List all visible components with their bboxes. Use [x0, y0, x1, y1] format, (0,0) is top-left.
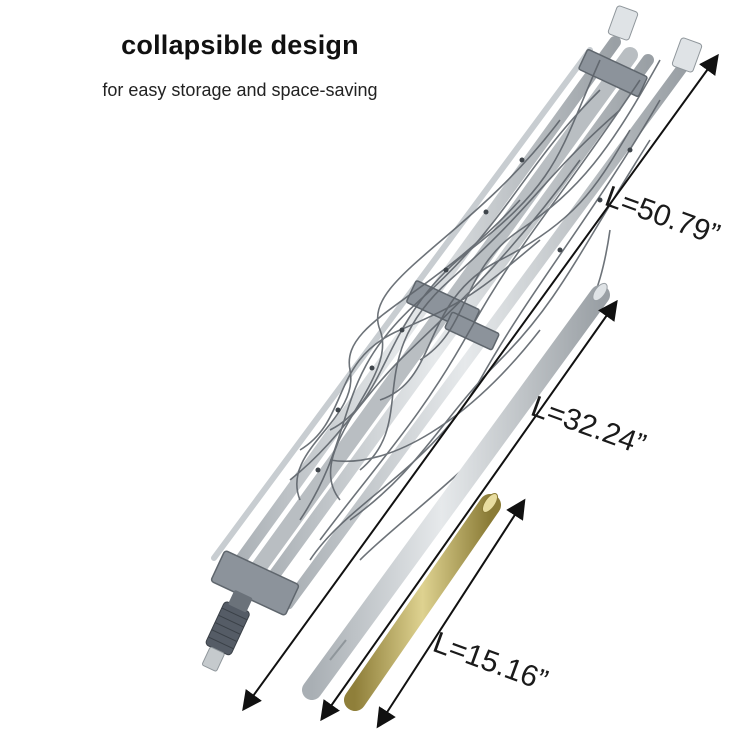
subline: for easy storage and space-saving: [102, 80, 378, 100]
headline: collapsible design: [121, 30, 359, 60]
middle-tube-section: [302, 282, 610, 700]
full-length-arrow: [242, 53, 719, 712]
mast-section-arrow: [376, 498, 526, 729]
